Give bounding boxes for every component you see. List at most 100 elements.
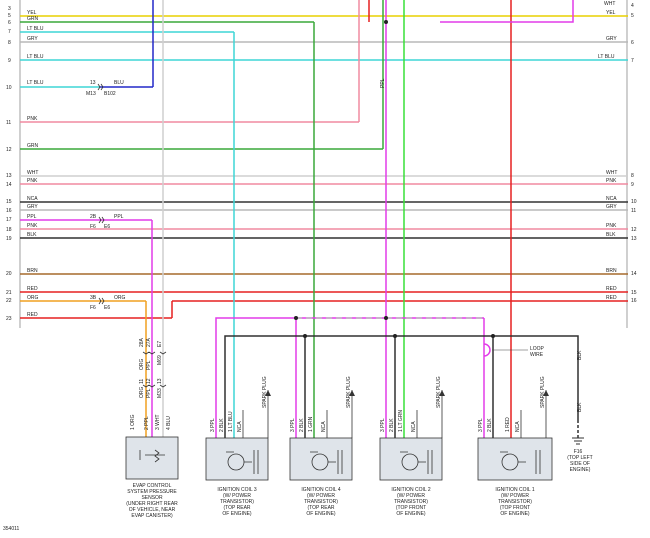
svg-text:TRANSISTOR): TRANSISTOR) bbox=[498, 499, 532, 505]
svg-text:(TOP FRONT: (TOP FRONT bbox=[500, 505, 530, 511]
row-left-color: PNK bbox=[27, 116, 38, 122]
row-number: 18 bbox=[6, 227, 12, 233]
coil-pin: 1 LT GRN bbox=[398, 410, 404, 432]
row-left-color: WHT bbox=[27, 170, 38, 176]
evap-sensor bbox=[125, 436, 179, 480]
row-number: 9 bbox=[8, 58, 11, 64]
row-right-number: 12 bbox=[631, 227, 637, 233]
svg-text:OF ENGINE): OF ENGINE) bbox=[500, 511, 530, 517]
nca-pin: NCA bbox=[515, 421, 521, 432]
connector-id: B102 bbox=[104, 91, 116, 97]
inline-labels: 13 BLU M13 B102 2B PPL F6 E6 3B ORG F6 E… bbox=[86, 80, 126, 311]
row-right-number: 15 bbox=[631, 290, 637, 296]
wire-color-label: ORG bbox=[139, 359, 145, 371]
connector-symbols bbox=[97, 83, 167, 388]
coil-3-body bbox=[205, 390, 271, 481]
svg-text:OF ENGINE): OF ENGINE) bbox=[222, 511, 252, 517]
connector-id: F6 bbox=[90, 305, 96, 311]
row-labels: 3 4 WHT 5 YEL YEL 5 6 GRN 7 LT BLU 8 GRY… bbox=[6, 1, 637, 322]
row-right-color: BRN bbox=[606, 268, 617, 274]
connector-id: F6 bbox=[90, 224, 96, 230]
connector-10 bbox=[97, 83, 101, 91]
coil-1-caption: IGNITION COIL 1 (W/ POWER TRANSISTOR) (T… bbox=[495, 487, 534, 517]
coil-pin: 3 PPL bbox=[478, 418, 484, 432]
row-right-number: 8 bbox=[631, 173, 634, 179]
svg-text:IGNITION COIL 4: IGNITION COIL 4 bbox=[301, 487, 340, 493]
coil-pin: 2 BLK bbox=[487, 418, 493, 432]
row-number: 15 bbox=[6, 199, 12, 205]
row-number: 7 bbox=[8, 29, 11, 35]
svg-text:EVAP CANISTER): EVAP CANISTER) bbox=[131, 513, 173, 519]
wire-blk-bus bbox=[224, 335, 579, 440]
row-right-number: 7 bbox=[631, 58, 634, 64]
row-number: 10 bbox=[6, 85, 12, 91]
row-number: 14 bbox=[6, 182, 12, 188]
wire-ppl-top-right bbox=[440, 0, 574, 23]
row-number: 8 bbox=[8, 40, 11, 46]
coil-1-body bbox=[477, 390, 553, 481]
coil-bodies bbox=[205, 390, 553, 481]
coil-pin: 1 RED bbox=[505, 417, 511, 432]
row-right-number: 5 bbox=[631, 13, 634, 19]
splice-dot-2 bbox=[303, 334, 307, 338]
row-number: 16 bbox=[6, 208, 12, 214]
coil-4-body bbox=[289, 390, 355, 481]
svg-text:(TOP FRONT: (TOP FRONT bbox=[396, 505, 426, 511]
coil-2-body bbox=[379, 390, 445, 481]
row-left-color: GRY bbox=[27, 204, 38, 210]
svg-text:TRANSISTOR): TRANSISTOR) bbox=[394, 499, 428, 505]
connector-evap-bottom bbox=[142, 384, 167, 388]
svg-text:IGNITION COIL 3: IGNITION COIL 3 bbox=[217, 487, 256, 493]
svg-text:ENGINE): ENGINE) bbox=[570, 467, 591, 473]
connector-22 bbox=[98, 297, 102, 305]
wire-color-label: BLK bbox=[577, 402, 583, 412]
row-left-color: GRN bbox=[27, 143, 39, 149]
coil-3-caption: IGNITION COIL 3 (W/ POWER TRANSISTOR) (T… bbox=[217, 487, 256, 517]
spark-plug-label: SPARK PLUG bbox=[540, 376, 546, 408]
svg-text:SENSOR: SENSOR bbox=[141, 495, 163, 501]
loop-wire-label: LOOP WIRE bbox=[530, 346, 545, 358]
pin-label: 13 bbox=[157, 378, 163, 384]
svg-text:IGNITION COIL 1: IGNITION COIL 1 bbox=[495, 487, 534, 493]
ground-f16 bbox=[572, 420, 584, 445]
pin-label: 11 bbox=[139, 379, 145, 384]
row-right-color: WHT bbox=[606, 170, 617, 176]
svg-text:OF ENGINE): OF ENGINE) bbox=[396, 511, 426, 517]
spark-plug-label: SPARK PLUG bbox=[346, 376, 352, 408]
riser-wires bbox=[100, 0, 574, 440]
row-right-color: GRY bbox=[606, 204, 617, 210]
svg-text:SYSTEM PRESSURE: SYSTEM PRESSURE bbox=[127, 489, 177, 495]
spark-plug-label: SPARK PLUG bbox=[436, 376, 442, 408]
wire-color-label: ORG bbox=[139, 387, 145, 399]
coil-pin: 1 LT BLU bbox=[228, 411, 234, 432]
connector-id: E6 bbox=[104, 224, 110, 230]
row-left-color: BLK bbox=[27, 232, 37, 238]
svg-text:F16: F16 bbox=[574, 449, 583, 455]
loop-wire-bump bbox=[483, 343, 491, 357]
svg-text:(W/ POWER: (W/ POWER bbox=[397, 493, 425, 499]
row-number: 17 bbox=[6, 217, 12, 223]
row-left-color: GRY bbox=[27, 36, 38, 42]
row-right-number: 10 bbox=[631, 199, 637, 205]
coil-pin: 2 BLK bbox=[299, 418, 305, 432]
row-right-color: RED bbox=[606, 286, 617, 292]
row-number: 11 bbox=[6, 120, 11, 126]
row-number: 12 bbox=[6, 147, 12, 153]
coil-4-caption: IGNITION COIL 4 (W/ POWER TRANSISTOR) (T… bbox=[301, 487, 340, 517]
row-number: 23 bbox=[6, 316, 12, 322]
svg-text:IGNITION COIL 2: IGNITION COIL 2 bbox=[391, 487, 430, 493]
sensor-pin: 4 BLU bbox=[166, 416, 172, 430]
row-right-color: PNK bbox=[606, 178, 617, 184]
svg-text:(W/ POWER: (W/ POWER bbox=[501, 493, 529, 499]
row-left-color: LT BLU bbox=[27, 26, 44, 32]
row-right-number: 14 bbox=[631, 271, 637, 277]
svg-text:OF ENGINE): OF ENGINE) bbox=[306, 511, 336, 517]
row-left-color: LT BLU bbox=[27, 80, 44, 86]
row-right-color: GRY bbox=[606, 36, 617, 42]
svg-text:(TOP REAR: (TOP REAR bbox=[307, 505, 334, 511]
connector-id: M69 bbox=[157, 355, 163, 365]
row-right-number: 16 bbox=[631, 298, 637, 304]
evap-caption: EVAP CONTROL SYSTEM PRESSURE SENSOR (UND… bbox=[126, 483, 178, 519]
wire-color-label: ORG bbox=[114, 295, 126, 301]
connector-id: E6 bbox=[104, 305, 110, 311]
